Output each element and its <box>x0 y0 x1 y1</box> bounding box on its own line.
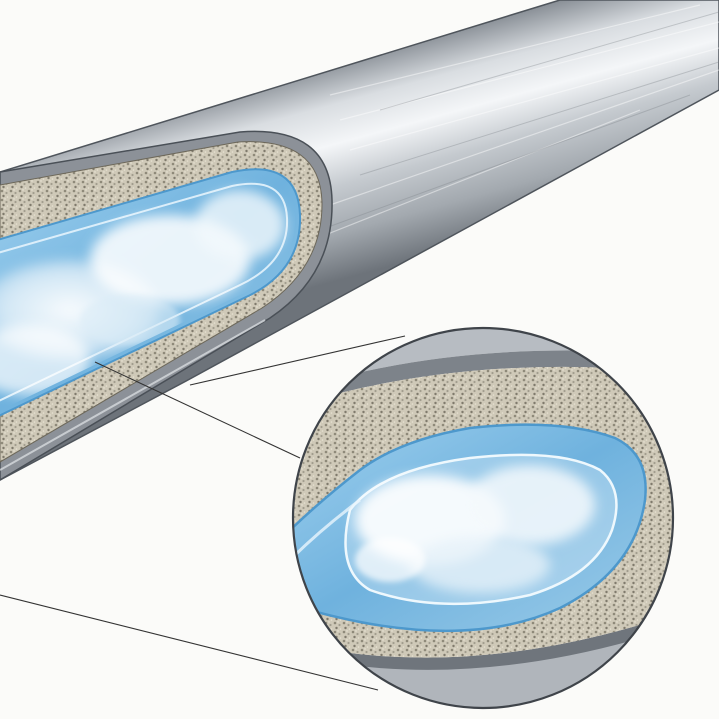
steam-vapor <box>0 190 285 395</box>
callout-line-lower <box>0 594 379 691</box>
brushed-streaks <box>299 4 719 246</box>
main-pipe <box>0 0 719 481</box>
loupe-metal-upper <box>293 328 673 395</box>
callout-line-top <box>189 335 406 386</box>
callout-line-upper <box>94 361 301 459</box>
loupe-steam <box>355 465 595 593</box>
callout-lines <box>0 335 406 691</box>
magnified-detail <box>291 326 675 710</box>
magnifier-ring <box>291 326 675 710</box>
